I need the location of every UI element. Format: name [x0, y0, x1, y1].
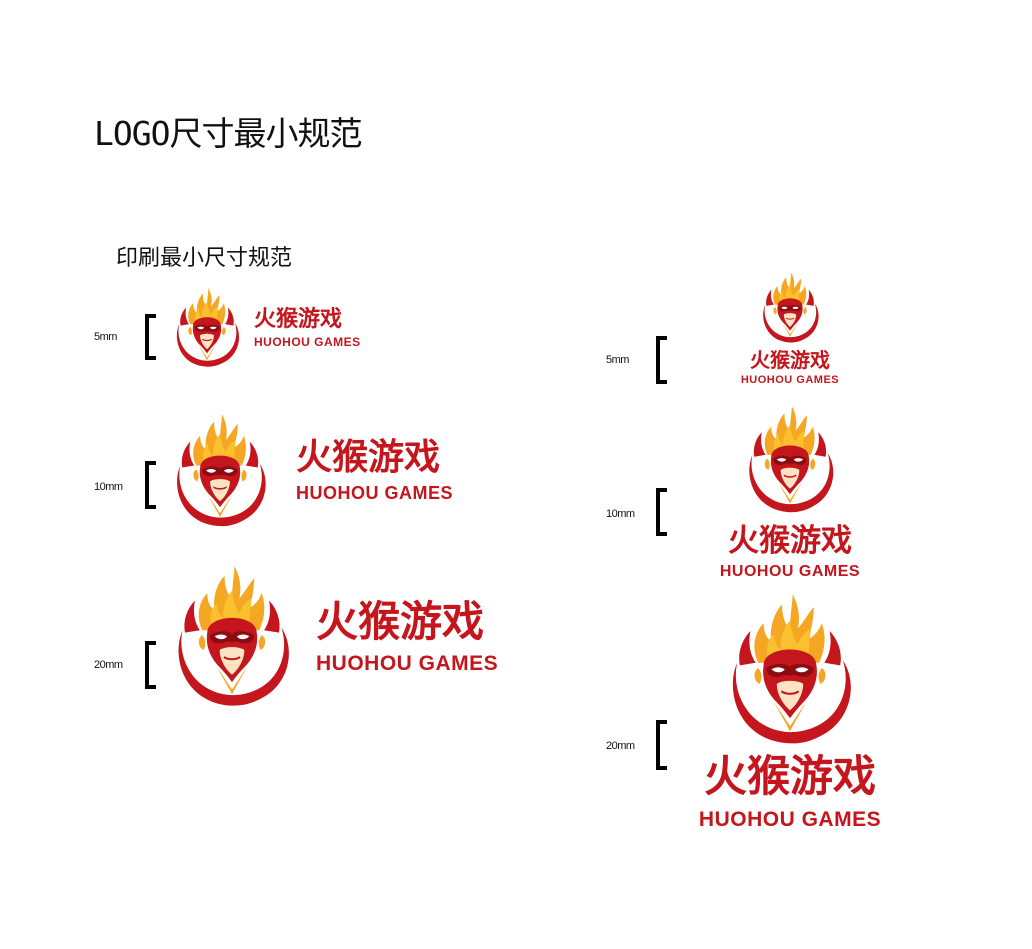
- section-title: 印刷最小尺寸规范: [116, 246, 293, 271]
- logo-horizontal-10mm: 火猴游戏 HUOHOU GAMES: [170, 414, 453, 528]
- bracket-horizontal-20mm: [144, 641, 158, 689]
- brand-name-cn: 火猴游戏: [296, 437, 441, 478]
- logo-vertical-5mm: 火猴游戏 HUOHOU GAMES: [740, 272, 840, 386]
- size-label-horizontal-5mm: 5mm: [94, 331, 117, 343]
- brand-name-en: HUOHOU GAMES: [719, 563, 861, 580]
- size-label-horizontal-20mm: 20mm: [94, 659, 123, 671]
- bracket-horizontal-10mm: [144, 461, 158, 509]
- monkey-flame-icon: [743, 406, 837, 514]
- brand-name-cn: 火猴游戏: [316, 596, 485, 646]
- size-label-horizontal-10mm: 10mm: [94, 481, 123, 493]
- monkey-flame-icon: [170, 414, 270, 528]
- brand-name-en: HUOHOU GAMES: [698, 808, 882, 831]
- monkey-flame-icon: [172, 288, 242, 368]
- logo-horizontal-20mm: 火猴游戏 HUOHOU GAMES: [170, 566, 498, 708]
- brand-name-cn: 火猴游戏: [750, 348, 830, 372]
- logo-vertical-20mm: 火猴游戏 HUOHOU GAMES: [690, 594, 890, 830]
- size-label-vertical-10mm: 10mm: [606, 508, 635, 520]
- monkey-flame-icon: [170, 566, 294, 708]
- brand-name-en: HUOHOU GAMES: [296, 483, 454, 503]
- bracket-vertical-10mm: [655, 488, 669, 536]
- monkey-flame-icon: [759, 272, 821, 344]
- logo-horizontal-5mm: 火猴游戏 HUOHOU GAMES: [172, 288, 361, 368]
- brand-name-en: HUOHOU GAMES: [254, 334, 361, 349]
- brand-name-cn: 火猴游戏: [727, 523, 852, 559]
- monkey-flame-icon: [724, 594, 856, 746]
- brand-name-en: HUOHOU GAMES: [316, 651, 499, 675]
- page-title: LOGO尺寸最小规范: [94, 114, 362, 153]
- size-label-vertical-5mm: 5mm: [606, 354, 629, 366]
- bracket-horizontal-5mm: [144, 314, 158, 360]
- size-label-vertical-20mm: 20mm: [606, 740, 635, 752]
- logo-vertical-10mm: 火猴游戏 HUOHOU GAMES: [715, 406, 865, 580]
- bracket-vertical-5mm: [655, 336, 669, 384]
- bracket-vertical-20mm: [655, 720, 669, 770]
- brand-name-cn: 火猴游戏: [254, 306, 343, 332]
- brand-name-en: HUOHOU GAMES: [740, 374, 840, 386]
- brand-name-cn: 火猴游戏: [704, 752, 876, 802]
